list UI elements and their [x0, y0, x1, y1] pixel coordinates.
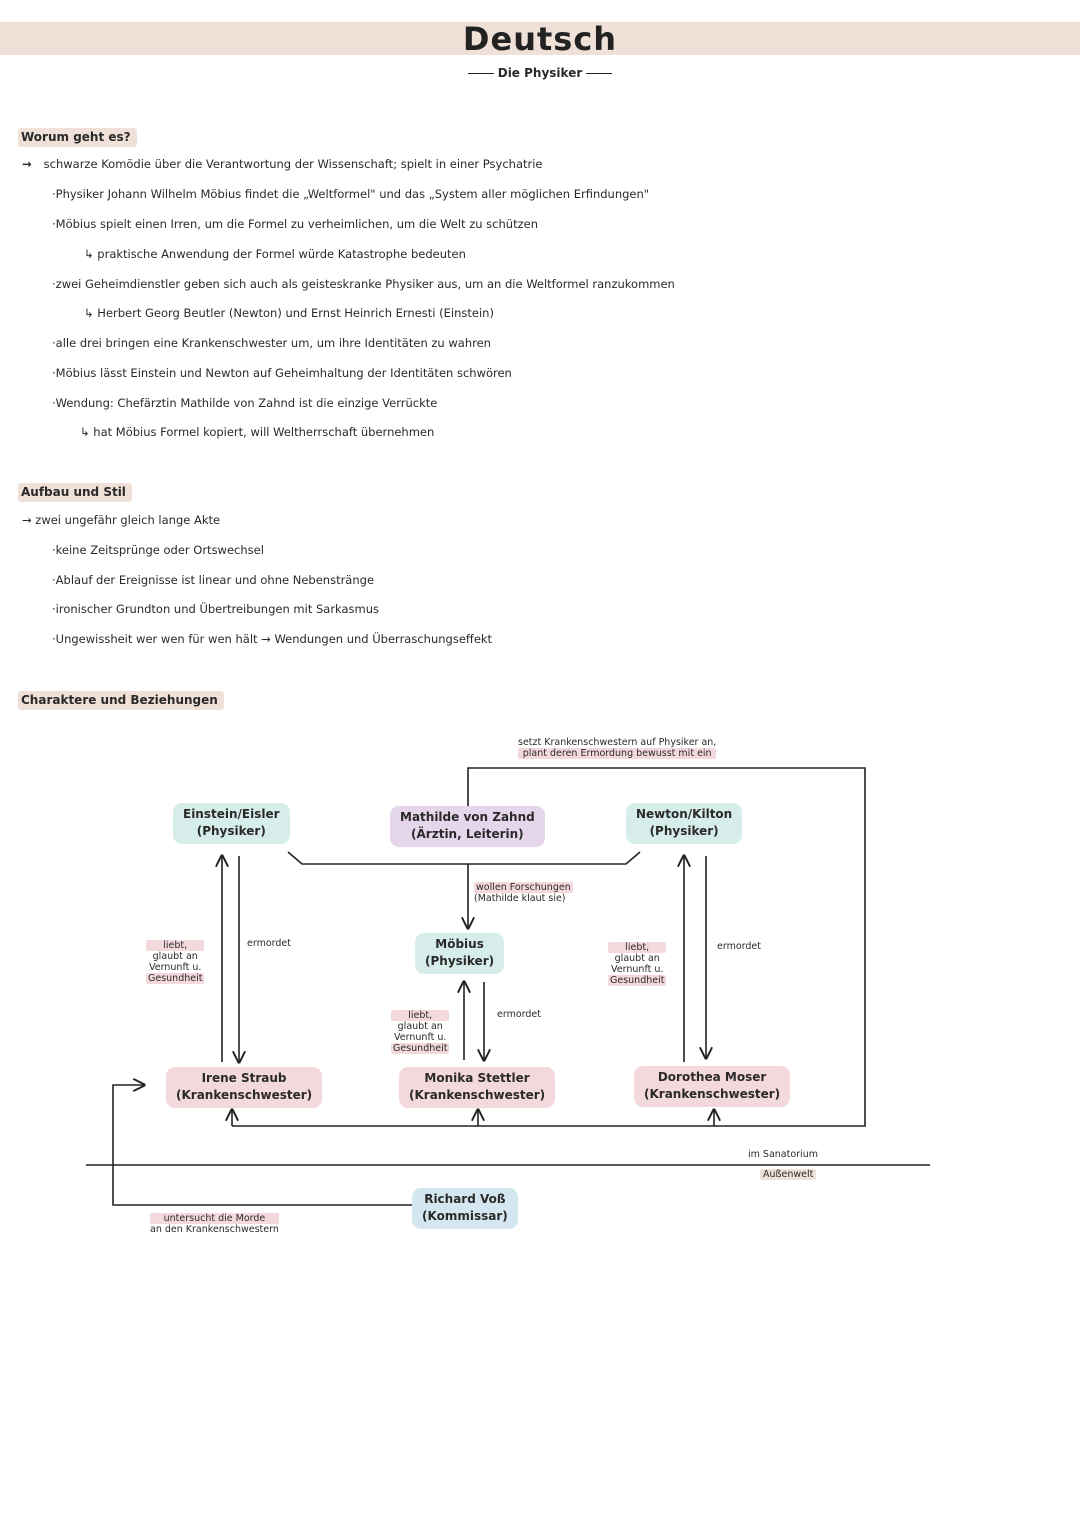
node-newton: Newton/Kilton (Physiker) — [626, 803, 743, 844]
page-title: Deutsch — [462, 20, 618, 58]
heading-characters: Charaktere und Beziehungen — [18, 691, 224, 710]
node-dorothea: Dorothea Moser (Krankenschwester) — [634, 1066, 791, 1107]
label-murdered-moebius: ermordet — [497, 1009, 541, 1020]
label-investigates: untersucht die Morde an den Krankenschwe… — [150, 1213, 279, 1235]
label-loves-moebius-3: Vernunft u. — [394, 1032, 447, 1043]
heading-plot: Worum geht es? — [18, 128, 137, 147]
plot-line-5: ↳ Herbert Georg Beutler (Newton) und Ern… — [84, 306, 494, 320]
structure-line-3: ·ironischer Grundton und Übertreibungen … — [52, 602, 380, 616]
node-moebius: Möbius (Physiker) — [415, 933, 505, 974]
label-loves-newton-1: liebt, — [608, 942, 667, 953]
node-richard: Richard Voß (Kommissar) — [412, 1188, 518, 1229]
label-outside: Außenwelt — [760, 1169, 817, 1180]
plot-line-3: ↳ praktische Anwendung der Formel würde … — [84, 247, 466, 261]
node-monika: Monika Stettler (Krankenschwester) — [399, 1067, 556, 1108]
arrow-investigates — [112, 1085, 412, 1206]
node-einstein: Einstein/Eisler (Physiker) — [173, 803, 290, 844]
label-loves-einstein-4: Gesundheit — [146, 973, 205, 984]
subtitle-dash-left — [467, 72, 494, 75]
node-mathilde-role: (Ärztin, Leiterin) — [411, 827, 524, 841]
label-sanatorium: im Sanatorium — [748, 1149, 818, 1160]
heading-structure: Aufbau und Stil — [18, 483, 132, 502]
label-loves-newton-4: Gesundheit — [608, 975, 667, 986]
label-loves-newton-2: glaubt an — [614, 953, 660, 964]
structure-line-2: ·Ablauf der Ereignisse ist linear und oh… — [52, 573, 375, 587]
structure-line-0: → zwei ungefähr gleich lange Akte — [22, 513, 221, 527]
node-mathilde-name: Mathilde von Zahnd — [400, 810, 535, 824]
node-monika-name: Monika Stettler — [424, 1071, 530, 1085]
arrow-icon: → — [22, 157, 32, 171]
node-einstein-role: (Physiker) — [196, 824, 266, 838]
label-top-note-line-2: plant deren Ermordung bewusst mit ein — [518, 748, 717, 759]
label-murdered-einstein: ermordet — [247, 938, 291, 949]
label-loves-einstein-2: glaubt an — [152, 951, 198, 962]
label-murdered-newton: ermordet — [717, 941, 761, 952]
label-loves-moebius: liebt, glaubt an Vernunft u. Gesundheit — [391, 1010, 450, 1054]
label-research-line-1: wollen Forschungen — [474, 882, 573, 893]
label-research-line-2: (Mathilde klaut sie) — [474, 893, 566, 904]
plot-line-9: ↳ hat Möbius Formel kopiert, will Welthe… — [80, 425, 435, 439]
node-irene: Irene Straub (Krankenschwester) — [166, 1067, 323, 1108]
plot-line-0-text: schwarze Komödie über die Verantwortung … — [43, 157, 543, 171]
label-loves-newton-3: Vernunft u. — [611, 964, 664, 975]
plot-line-1: ·Physiker Johann Wilhelm Möbius findet d… — [52, 187, 650, 201]
node-newton-role: (Physiker) — [649, 824, 719, 838]
plot-line-0: → schwarze Komödie über die Verantwortung… — [22, 157, 543, 171]
label-loves-moebius-4: Gesundheit — [391, 1043, 450, 1054]
node-moebius-role: (Physiker) — [425, 954, 495, 968]
structure-line-4: ·Ungewissheit wer wen für wen hält → Wen… — [52, 632, 493, 646]
node-dorothea-name: Dorothea Moser — [657, 1070, 767, 1084]
label-loves-einstein: liebt, glaubt an Vernunft u. Gesundheit — [146, 940, 205, 984]
plot-line-7: ·Möbius lässt Einstein und Newton auf Ge… — [52, 366, 512, 380]
node-moebius-name: Möbius — [435, 937, 484, 951]
label-loves-einstein-3: Vernunft u. — [149, 962, 202, 973]
node-monika-role: (Krankenschwester) — [409, 1088, 546, 1102]
label-investigates-2: an den Krankenschwestern — [150, 1224, 279, 1235]
node-newton-name: Newton/Kilton — [636, 807, 733, 821]
label-loves-einstein-1: liebt, — [146, 940, 205, 951]
label-top-note-line-1: setzt Krankenschwestern auf Physiker an, — [518, 737, 717, 748]
node-richard-name: Richard Voß — [424, 1192, 506, 1206]
subtitle-text: Die Physiker — [497, 66, 583, 80]
label-research: wollen Forschungen (Mathilde klaut sie) — [474, 882, 573, 904]
plot-line-2: ·Möbius spielt einen Irren, um die Forme… — [52, 217, 538, 231]
node-mathilde: Mathilde von Zahnd (Ärztin, Leiterin) — [390, 806, 545, 847]
node-dorothea-role: (Krankenschwester) — [644, 1087, 781, 1101]
page-subtitle: Die Physiker — [0, 66, 1080, 80]
plot-line-6: ·alle drei bringen eine Krankenschwester… — [52, 336, 491, 350]
label-investigates-1: untersucht die Morde — [150, 1213, 279, 1224]
connector-einstein-newton — [287, 851, 641, 865]
title-banner — [0, 22, 1080, 55]
label-loves-moebius-2: glaubt an — [397, 1021, 443, 1032]
structure-line-1: ·keine Zeitsprünge oder Ortswechsel — [52, 543, 264, 557]
frame-top — [232, 767, 866, 1127]
plot-line-8: ·Wendung: Chefärztin Mathilde von Zahnd … — [52, 396, 438, 410]
label-loves-moebius-1: liebt, — [391, 1010, 450, 1021]
subtitle-dash-right — [586, 72, 613, 75]
label-top-note: setzt Krankenschwestern auf Physiker an,… — [518, 737, 717, 759]
plot-line-4: ·zwei Geheimdienstler geben sich auch al… — [52, 277, 675, 291]
node-irene-role: (Krankenschwester) — [176, 1088, 313, 1102]
node-richard-role: (Kommissar) — [422, 1209, 508, 1223]
node-irene-name: Irene Straub — [201, 1071, 287, 1085]
node-einstein-name: Einstein/Eisler — [183, 807, 280, 821]
label-loves-newton: liebt, glaubt an Vernunft u. Gesundheit — [608, 942, 667, 986]
